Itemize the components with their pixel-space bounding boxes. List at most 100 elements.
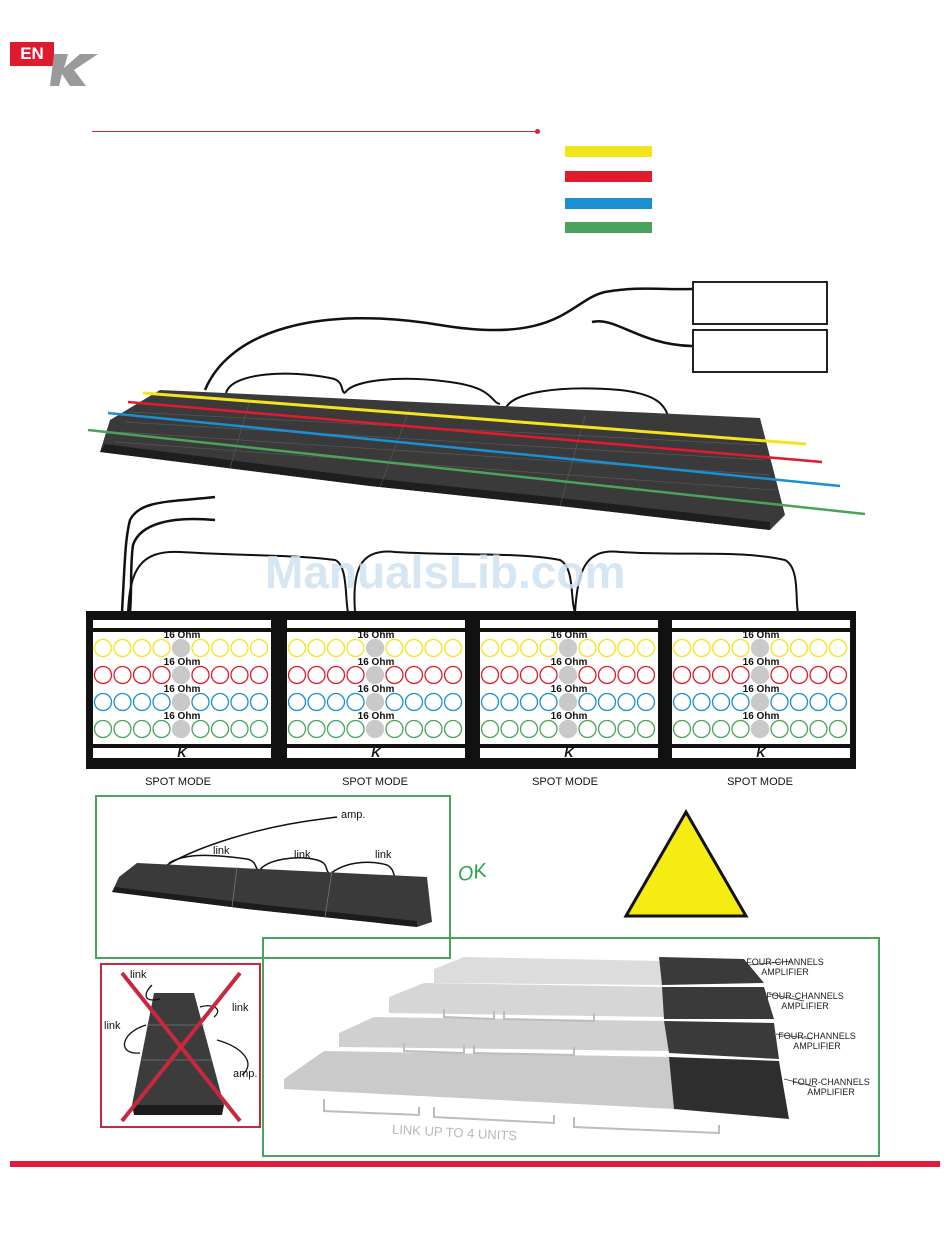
speaker-circle xyxy=(500,692,519,712)
ohm-label: 16 Ohm xyxy=(551,711,588,722)
speaker-circle xyxy=(93,692,113,712)
speaker-circle xyxy=(191,719,210,739)
speaker-circle xyxy=(404,719,424,739)
speaker-circle xyxy=(326,638,346,658)
speaker-circle xyxy=(578,719,597,739)
speaker-circle xyxy=(809,665,828,685)
ohm-label: 16 Ohm xyxy=(164,630,201,641)
ok-amp-label: amp. xyxy=(341,809,366,821)
speaker-circle xyxy=(597,692,617,712)
speaker-circle xyxy=(617,719,636,739)
speaker-circle xyxy=(539,665,558,685)
speaker-circle xyxy=(249,719,269,739)
speaker-circle xyxy=(519,638,539,658)
speaker-circle xyxy=(731,692,750,712)
amp-label-1-line2: AMPLIFIER xyxy=(761,967,809,977)
speaker-circle xyxy=(500,719,519,739)
not-allowed-floor-illustration xyxy=(120,971,249,1123)
amp-label-1-line1: FOUR-CHANNELS xyxy=(746,957,824,967)
speaker-circle xyxy=(809,719,828,739)
array-floor-illustration xyxy=(284,957,817,1135)
spot-panel-bar xyxy=(672,628,850,632)
amp-label-2-line1: FOUR-CHANNELS xyxy=(766,991,844,1001)
speaker-circle xyxy=(789,665,809,685)
no-link-label-3: link xyxy=(104,1020,121,1032)
speaker-circle xyxy=(519,719,539,739)
speaker-circle xyxy=(750,719,770,739)
speaker-circle xyxy=(287,692,307,712)
speaker-circle xyxy=(93,638,113,658)
ohm-label: 16 Ohm xyxy=(164,657,201,668)
speaker-circle xyxy=(558,665,578,685)
speaker-circle xyxy=(385,638,404,658)
speaker-circle xyxy=(287,719,307,739)
speaker-circle xyxy=(307,692,326,712)
speaker-circle xyxy=(424,692,443,712)
speaker-circle xyxy=(672,638,692,658)
ohm-label: 16 Ohm xyxy=(358,684,395,695)
speaker-circle xyxy=(210,638,230,658)
language-badge: EN xyxy=(10,42,54,66)
speaker-circle xyxy=(287,665,307,685)
speaker-circle xyxy=(326,665,346,685)
speaker-circle xyxy=(152,692,171,712)
amp-label-4-line1: FOUR-CHANNELS xyxy=(792,1077,870,1087)
speaker-circle xyxy=(171,692,191,712)
ok-link-label-3: link xyxy=(375,849,392,861)
k-mark-icon: K xyxy=(756,745,767,760)
k-logo-icon xyxy=(50,54,98,86)
speaker-circle xyxy=(326,692,346,712)
speaker-circle xyxy=(558,692,578,712)
speaker-circle xyxy=(597,665,617,685)
speaker-circle xyxy=(539,692,558,712)
spot-panel-bar xyxy=(672,744,850,748)
amplifier-box-2 xyxy=(692,329,828,373)
ok-link-label-1: link xyxy=(213,845,230,857)
speaker-circle xyxy=(249,638,269,658)
speaker-circle xyxy=(346,665,365,685)
ok-link-label-2: link xyxy=(294,849,311,861)
spot-panel-bar xyxy=(93,744,271,748)
speaker-circle xyxy=(443,638,463,658)
speaker-circle xyxy=(711,719,731,739)
swatch-red xyxy=(565,171,652,182)
speaker-circle xyxy=(828,638,848,658)
speaker-circle xyxy=(326,719,346,739)
speaker-circle xyxy=(770,638,789,658)
header-rule xyxy=(92,131,537,132)
speaker-circle xyxy=(152,638,171,658)
speaker-circle xyxy=(365,719,385,739)
speaker-circle xyxy=(750,665,770,685)
no-link-label-1: link xyxy=(130,969,147,981)
swatch-yellow xyxy=(565,146,652,157)
amplifier-box-1 xyxy=(692,281,828,325)
ohm-label: 16 Ohm xyxy=(164,684,201,695)
speaker-circle xyxy=(210,665,230,685)
speaker-circle xyxy=(113,692,132,712)
speaker-circle xyxy=(597,719,617,739)
speaker-circle xyxy=(500,665,519,685)
speaker-circle xyxy=(93,719,113,739)
speaker-circle xyxy=(385,719,404,739)
speaker-circle xyxy=(828,665,848,685)
speaker-circle xyxy=(346,638,365,658)
speaker-circle xyxy=(480,665,500,685)
speaker-circle xyxy=(365,638,385,658)
speaker-circle xyxy=(346,692,365,712)
speaker-circle xyxy=(424,719,443,739)
speaker-circle xyxy=(672,719,692,739)
speaker-circle xyxy=(191,665,210,685)
speaker-circle xyxy=(731,719,750,739)
speaker-circle xyxy=(424,638,443,658)
speaker-circle xyxy=(828,719,848,739)
array-example-panel: FOUR-CHANNELS AMPLIFIER FOUR-CHANNELS AM… xyxy=(262,937,880,1157)
speaker-circle xyxy=(519,665,539,685)
not-allowed-example-panel: link link link amp. xyxy=(100,963,261,1128)
speaker-circle xyxy=(558,719,578,739)
speaker-circle xyxy=(230,638,249,658)
speaker-circle xyxy=(770,665,789,685)
speaker-circle xyxy=(287,638,307,658)
ohm-label: 16 Ohm xyxy=(551,684,588,695)
speaker-circle xyxy=(385,665,404,685)
speaker-circle xyxy=(617,638,636,658)
